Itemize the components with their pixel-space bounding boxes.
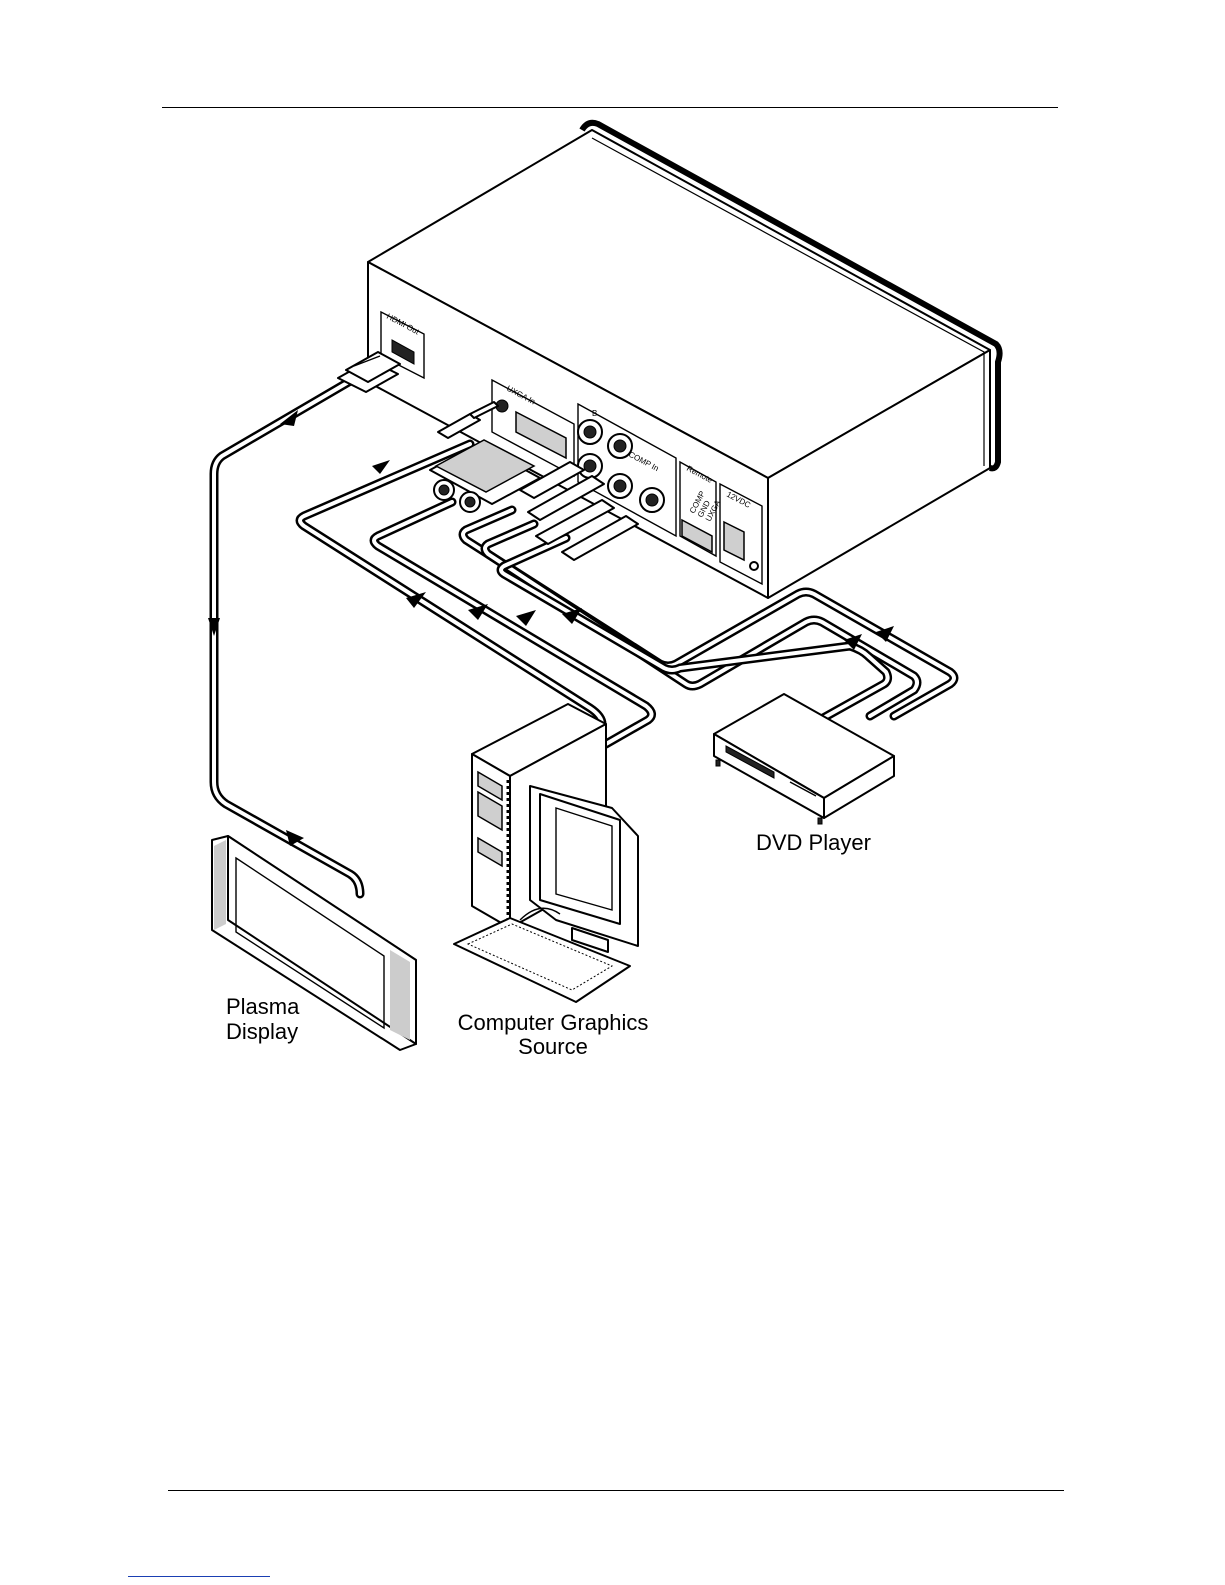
plasma-label-line2: Display — [226, 1019, 298, 1044]
arrow-icon — [372, 460, 390, 474]
computer-label-line1: Computer Graphics — [458, 1010, 649, 1035]
hdmi-cable — [214, 380, 360, 894]
comp-port-b-label: B — [592, 409, 597, 418]
plasma-label-line1: Plasma — [226, 994, 300, 1019]
scaler-device: HDMI Out UXGA In B COMP In Remote COMP G… — [368, 123, 1000, 598]
computer-graphics-source — [454, 704, 638, 1002]
dvd-label: DVD Player — [756, 830, 871, 855]
polarity-icon — [750, 562, 758, 570]
computer-label-line2: Source — [518, 1034, 588, 1059]
arrow-icon — [516, 610, 536, 626]
